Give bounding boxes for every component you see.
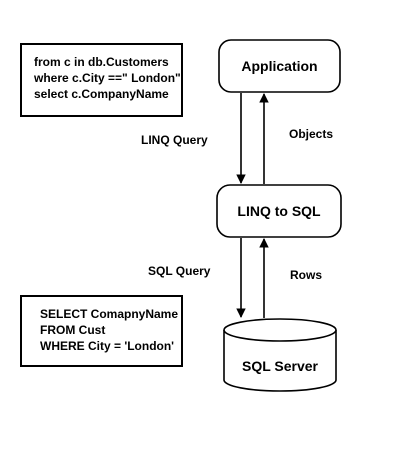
- sql-code-text: SELECT ComapnyName FROM Cust WHERE City …: [40, 306, 178, 354]
- sql-code-box: [20, 295, 183, 367]
- application-label: Application: [241, 58, 318, 74]
- sql-code-line: SELECT ComapnyName: [40, 307, 179, 321]
- sql-server-label: SQL Server: [241, 358, 318, 374]
- sql-server-node: [223, 318, 337, 392]
- sql-code-line: FROM Cust: [40, 323, 106, 337]
- sql-code-line: WHERE City = 'London': [40, 339, 175, 353]
- linq-code-line: select c.CompanyName: [34, 87, 169, 101]
- linq-code-text: from c in db.Customers where c.City ==" …: [34, 54, 181, 102]
- rows-label: Rows: [290, 268, 323, 282]
- objects-label: Objects: [289, 127, 334, 141]
- linq-to-sql-node: [216, 184, 342, 238]
- linq-query-label: LINQ Query: [141, 133, 208, 147]
- linq-code-line: from c in db.Customers: [34, 55, 169, 69]
- linq-code-line: where c.City ==" London": [34, 71, 181, 85]
- linq-to-sql-label: LINQ to SQL: [237, 203, 321, 219]
- application-node: [218, 39, 341, 93]
- sql-query-label: SQL Query: [148, 264, 211, 278]
- linq-code-box: [20, 43, 183, 117]
